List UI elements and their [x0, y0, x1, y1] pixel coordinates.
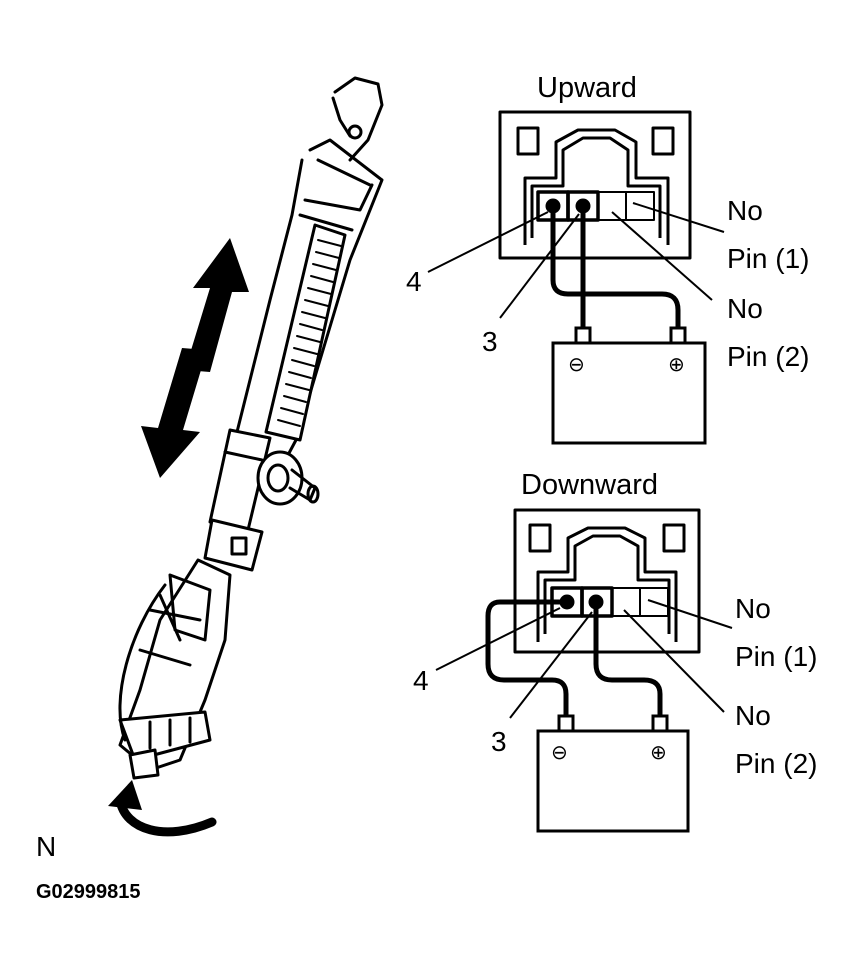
tilt-motor-actuator-drawing: [118, 76, 384, 780]
downward-battery-negative-icon: ⊖: [551, 742, 568, 764]
upward-title: Upward: [537, 72, 637, 104]
corner-letter: N: [36, 831, 57, 862]
downward-no-pin1-line2: Pin (1): [735, 641, 818, 672]
upward-pin4-label: 4: [406, 266, 422, 297]
upward-no-pin1-line2: Pin (1): [727, 243, 810, 274]
up-down-motion-arrow-icon: [141, 238, 249, 478]
downward-battery: [536, 714, 690, 833]
upward-connector-diagram: [427, 110, 725, 319]
downward-title: Downward: [521, 469, 658, 501]
figure-code: G02999815: [36, 881, 141, 903]
upward-no-pin2-line2: Pin (2): [727, 341, 810, 372]
downward-connector-diagram: [435, 508, 733, 719]
upward-battery-negative-icon: ⊖: [568, 354, 585, 376]
upward-battery-positive-icon: ⊕: [668, 354, 685, 376]
downward-no-pin2-line1: No: [735, 700, 771, 731]
downward-no-pin2-line2: Pin (2): [735, 748, 818, 779]
upward-battery: [551, 326, 707, 445]
downward-battery-positive-icon: ⊕: [650, 742, 667, 764]
upward-no-pin2-line1: No: [727, 293, 763, 324]
downward-no-pin1-line1: No: [735, 593, 771, 624]
downward-pin3-label: 3: [491, 726, 507, 757]
upward-no-pin1-line1: No: [727, 195, 763, 226]
upward-wires: [550, 203, 681, 333]
upward-pin3-label: 3: [482, 326, 498, 357]
downward-pin4-label: 4: [413, 665, 429, 696]
rotation-arrow-icon: [108, 780, 217, 837]
downward-wires: [485, 599, 663, 721]
